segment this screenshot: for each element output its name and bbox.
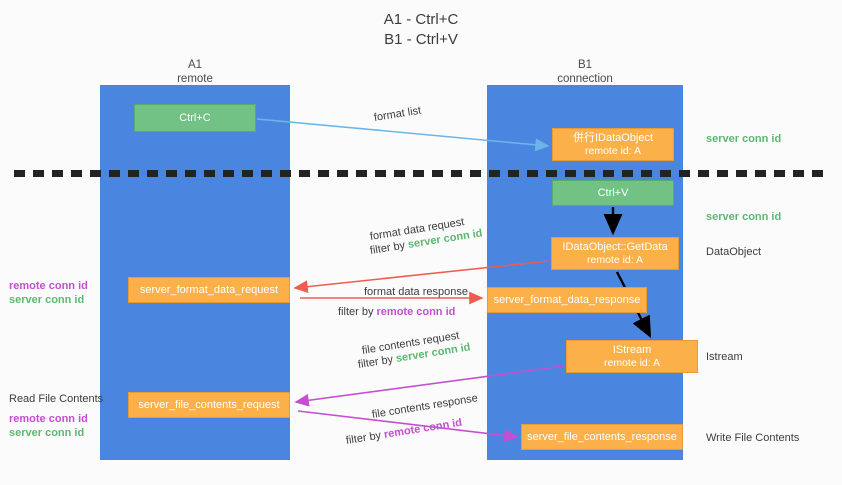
left-label-conn-pair-2: remote conn id server conn id <box>9 412 88 440</box>
lane-b1-name: B1 <box>577 59 593 71</box>
lane-a1-subtitle: remote <box>177 73 213 85</box>
left-label-remote-conn-id-2: remote conn id <box>9 413 88 425</box>
left-label-remote-conn-id-1: remote conn id <box>9 280 88 292</box>
node-server-file-contents-request-label: server_file_contents_request <box>138 398 280 411</box>
node-getdata-sub: remote id: A <box>586 253 644 266</box>
node-idataobject-sub: remote id: A <box>584 144 642 157</box>
title-line-2: B1 - Ctrl+V <box>384 31 458 48</box>
node-idataobject[interactable]: 併行IDataObject remote id: A <box>552 128 674 161</box>
left-label-server-conn-id-2: server conn id <box>9 427 85 439</box>
right-label-write-file-contents: Write File Contents <box>706 432 800 444</box>
edge-label-format-data-response-text: format data response <box>364 286 468 298</box>
left-label-server-conn-id-1: server conn id <box>9 294 85 306</box>
lane-header-b1: B1 connection <box>487 58 683 86</box>
node-getdata-label: IDataObject::GetData <box>562 240 668 253</box>
node-istream-label: IStream <box>612 343 652 356</box>
right-label-server-conn-id-mid: server conn id <box>706 211 782 223</box>
edge-label-format-data-response: format data response <box>364 285 468 299</box>
left-label-conn-pair-1: remote conn id server conn id <box>9 279 88 307</box>
node-server-format-data-response[interactable]: server_format_data_response <box>487 287 647 313</box>
page-title: A1 - Ctrl+C B1 - Ctrl+V <box>0 10 842 50</box>
node-server-file-contents-request[interactable]: server_file_contents_request <box>128 392 290 418</box>
arrow-file-contents-request <box>294 365 565 407</box>
arrow-file-contents-response <box>297 410 519 442</box>
title-line-1: A1 - Ctrl+C <box>383 11 459 28</box>
node-ctrl-v-label: Ctrl+V <box>597 186 629 199</box>
right-label-istream: Istream <box>706 351 743 363</box>
lane-a1-name: A1 <box>187 59 203 71</box>
node-ctrl-v[interactable]: Ctrl+V <box>552 180 674 206</box>
filter-value-remote-conn-id: remote conn id <box>376 306 456 318</box>
phase-separator <box>14 170 826 177</box>
node-server-format-data-request[interactable]: server_format_data_request <box>128 277 290 303</box>
node-istream-sub: remote id: A <box>603 356 661 369</box>
node-idataobject-label: 併行IDataObject <box>572 131 654 144</box>
arrow-format-data-request <box>293 260 550 294</box>
node-server-format-data-response-label: server_format_data_response <box>493 293 641 306</box>
node-server-format-data-request-label: server_format_data_request <box>139 283 279 296</box>
node-server-file-contents-response-label: server_file_contents_response <box>527 430 677 443</box>
node-ctrl-c[interactable]: Ctrl+C <box>134 104 256 132</box>
filter-prefix: filter by <box>338 306 377 318</box>
node-ctrl-c-label: Ctrl+C <box>179 111 211 124</box>
left-label-read-file-contents: Read File Contents <box>9 393 104 405</box>
right-label-dataobject: DataObject <box>706 246 762 258</box>
node-server-file-contents-response[interactable]: server_file_contents_response <box>521 424 683 450</box>
edge-filter-format-data-response: filter by remote conn id <box>338 305 455 319</box>
lane-header-a1: A1 remote <box>100 58 290 86</box>
right-label-server-conn-id-top: server conn id <box>706 133 782 145</box>
arrow-format-list <box>256 118 550 152</box>
lane-b1-subtitle: connection <box>557 73 613 85</box>
node-getdata[interactable]: IDataObject::GetData remote id: A <box>551 237 679 270</box>
node-istream[interactable]: IStream remote id: A <box>566 340 698 373</box>
